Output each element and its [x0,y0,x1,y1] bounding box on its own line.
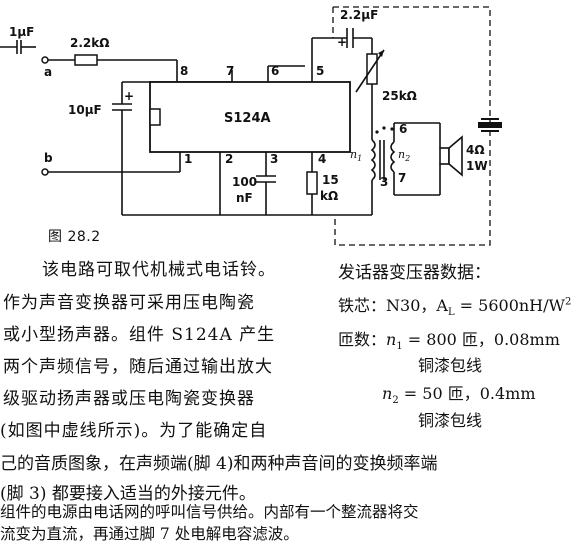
transformer-n2-label: n2 [398,148,410,163]
speaker-icon [439,135,463,177]
input-capacitor [0,40,36,54]
piezo-element-icon [478,118,502,132]
body-line-10: 流变为直流，再通过脚 7 处电解电容滤波。 [0,525,299,543]
body-line-4: 两个声频信号，随后通过输出放大 [3,357,273,377]
circuit-diagram: a 1μF 2.2kΩ b + 10μF S124A 8 7 6 5 1 2 3… [0,6,502,246]
transformer-n1-label: n1 [350,148,362,163]
body-line-7: 己的音质图象，在声频端(脚 4)和两种声音间的变换频率端 [0,454,438,474]
body-line-5: 级驱动扬声器或压电陶瓷变换器 [3,389,255,409]
input-resistor-label: 2.2kΩ [70,36,109,50]
body-line-3: 或小型扬声器。组件 S124A 产生 [3,325,276,345]
output-capacitor-plus: + [337,35,347,49]
potentiometer-arrow [355,49,385,93]
audio-resistor-value: 15 [322,173,339,187]
frequency-capacitor-value: 100 [232,175,257,189]
pin-6-label: 6 [271,64,279,78]
terminal-a-label: a [44,65,52,79]
spec-n1-wire: 铜漆包线 [418,356,483,375]
speaker-power: 1W [466,159,488,173]
filter-capacitor-plus: + [124,89,134,103]
spec-n2-wire: 铜漆包线 [418,411,483,430]
filter-capacitor-label: 10μF [68,103,102,117]
pin-3-label: 3 [270,152,278,166]
ic-s124a [149,81,351,153]
audio-resistor-unit: kΩ [320,189,338,203]
audio-resistor [306,171,318,195]
transformer-tap-6: 6 [399,122,407,136]
pin-4-label: 4 [318,152,326,166]
ic-label: S124A [224,111,271,126]
frequency-capacitor [256,175,276,215]
pin-2-label: 2 [225,152,233,166]
body-line-6: (如图中虚线所示)。为了能确定自 [0,421,268,441]
spec-turns-n1: 匝数：n1 = 800 匝，0.08mm [338,330,560,353]
body-line-9: 组件的电源由电话网的呼叫信号供给。内部有一个整流器将交 [0,503,419,521]
frequency-capacitor-unit: nF [236,191,253,205]
spec-heading: 发话器变压器数据： [338,263,491,283]
ic-notch [149,108,161,126]
terminal-b-label: b [44,151,53,165]
piezo-dashed-path [333,6,491,246]
transformer-tap-7: 7 [398,171,406,185]
output-capacitor [346,28,354,48]
output-capacitor-label: 2.2μF [340,8,378,22]
spec-turns-n2: n2 = 50 匝，0.4mm [382,384,536,407]
spec-core: 铁芯：N30，AL = 5600nH/W2 [338,296,572,319]
transformer-tap-3: 3 [380,175,388,189]
transformer [370,139,396,181]
pin-8-label: 8 [180,64,188,78]
terminal-b [41,168,49,176]
input-capacitor-label: 1μF [9,25,34,39]
pin-5-label: 5 [316,64,324,78]
potentiometer-label: 25kΩ [382,89,417,103]
input-resistor [74,54,98,66]
body-line-2: 作为声音变换器可采用压电陶瓷 [3,293,255,313]
filter-capacitor [112,82,132,172]
pin-7-label: 7 [226,64,234,78]
body-line-8: (脚 3) 都要接入适当的外接元件。 [0,484,256,504]
figure-caption: 图 28.2 [48,229,101,245]
body-line-1: 该电路可取代机械式电话铃。 [42,260,276,280]
speaker-impedance: 4Ω [466,143,485,157]
terminal-a [41,56,49,64]
pin-1-label: 1 [184,152,192,166]
